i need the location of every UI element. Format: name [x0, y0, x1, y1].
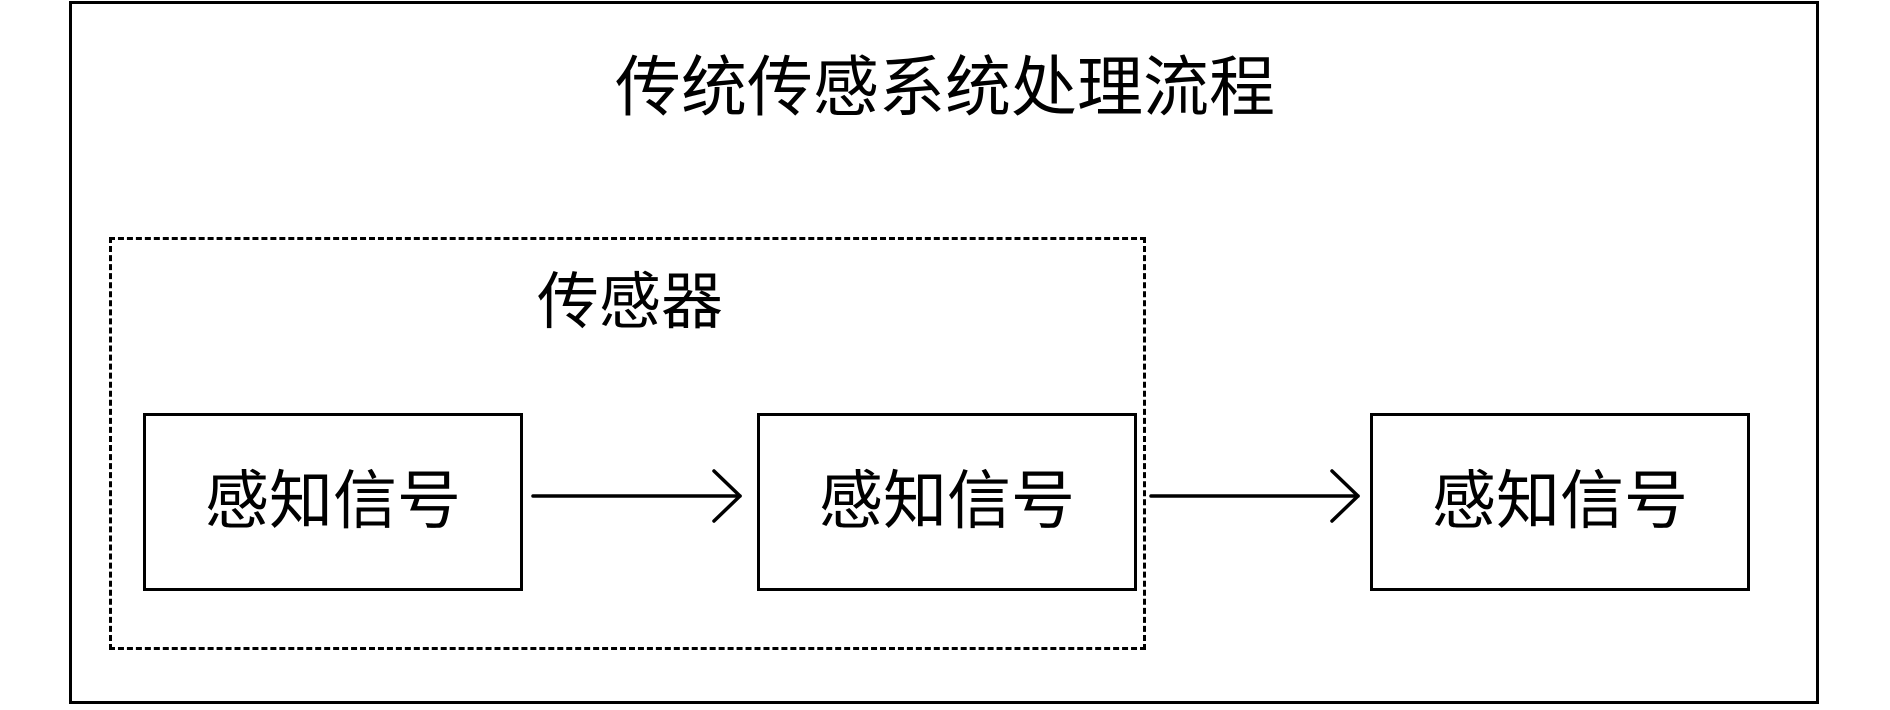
sensor-group-label: 传感器	[536, 265, 723, 338]
node-sensing-signal-3: 感知信号	[1370, 413, 1750, 591]
node-sensing-signal-2: 感知信号	[757, 413, 1137, 591]
node-label: 感知信号	[205, 465, 461, 539]
sensor-group-boundary	[109, 237, 1146, 650]
outer-frame	[69, 1, 1819, 704]
node-label: 感知信号	[1432, 465, 1688, 539]
node-sensing-signal-1: 感知信号	[143, 413, 523, 591]
diagram-title: 传统传感系统处理流程	[615, 49, 1275, 126]
node-label: 感知信号	[819, 465, 1075, 539]
